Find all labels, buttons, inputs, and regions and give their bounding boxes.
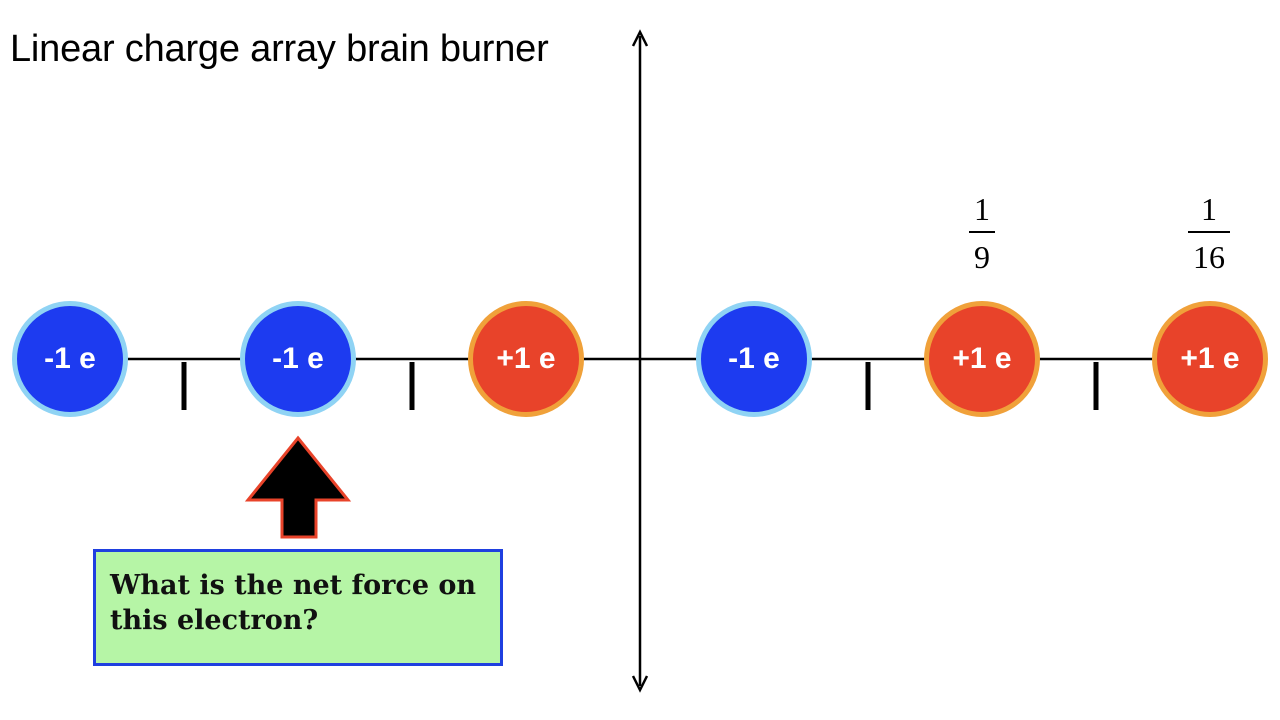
fraction-bar	[969, 231, 995, 233]
charge-label: -1 e	[728, 342, 780, 375]
fraction: 1 9	[942, 193, 1022, 273]
charge-label: +1 e	[952, 342, 1012, 375]
pointer-arrow-icon	[244, 435, 352, 539]
vertical-axis-arrow-up	[631, 29, 649, 47]
fraction: 1 16	[1169, 193, 1249, 273]
charge-label: -1 e	[44, 342, 96, 375]
fraction-numerator: 1	[1201, 191, 1217, 227]
charge-label: +1 e	[496, 342, 556, 375]
fraction-bar	[1188, 231, 1230, 233]
charge-circle: +1 e	[1152, 301, 1268, 417]
fraction-numerator: 1	[974, 191, 990, 227]
charge-circle: +1 e	[468, 301, 584, 417]
fraction-denominator: 16	[1193, 239, 1225, 275]
charge-circle: -1 e	[12, 301, 128, 417]
charge-label: +1 e	[1180, 342, 1240, 375]
fraction-denominator: 9	[974, 239, 990, 275]
charge-circle: -1 e	[240, 301, 356, 417]
charge-label: -1 e	[272, 342, 324, 375]
page-title: Linear charge array brain burner	[10, 28, 549, 70]
charge-circle: -1 e	[696, 301, 812, 417]
charge-circle: +1 e	[924, 301, 1040, 417]
vertical-axis-arrow-down	[631, 675, 649, 693]
question-callout: What is the net force on this electron?	[93, 549, 503, 666]
question-text: What is the net force on this electron?	[110, 570, 477, 637]
